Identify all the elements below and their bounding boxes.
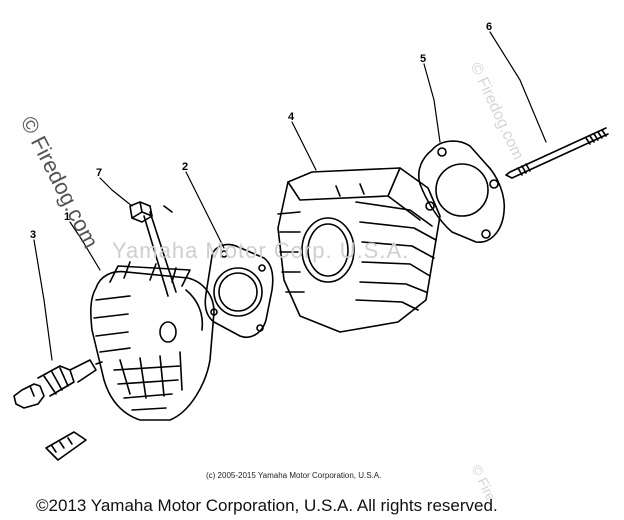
cylinder-gasket bbox=[417, 140, 506, 243]
stud-bolt bbox=[505, 127, 609, 179]
decal-tag bbox=[45, 431, 87, 461]
spark-plug bbox=[13, 359, 103, 409]
cylinder bbox=[277, 167, 441, 333]
callout-2: 2 bbox=[182, 161, 188, 173]
callout-7: 7 bbox=[96, 167, 102, 179]
cap-nut bbox=[129, 201, 177, 297]
watermark-yamaha: Yamaha Motor Corp. U.S.A. bbox=[112, 238, 410, 263]
head-gasket bbox=[204, 243, 274, 338]
leader-lines bbox=[33, 31, 547, 361]
callout-3: 3 bbox=[30, 229, 36, 241]
small-copyright: (c) 2005-2015 Yamaha Motor Corporation, … bbox=[206, 471, 382, 480]
callout-5: 5 bbox=[420, 53, 426, 65]
callout-6: 6 bbox=[486, 21, 492, 33]
cylinder-head bbox=[90, 261, 215, 421]
callout-1: 1 bbox=[64, 211, 70, 223]
callout-4: 4 bbox=[288, 111, 295, 123]
footer-copyright: ©2013 Yamaha Motor Corporation, U.S.A. A… bbox=[36, 496, 498, 515]
